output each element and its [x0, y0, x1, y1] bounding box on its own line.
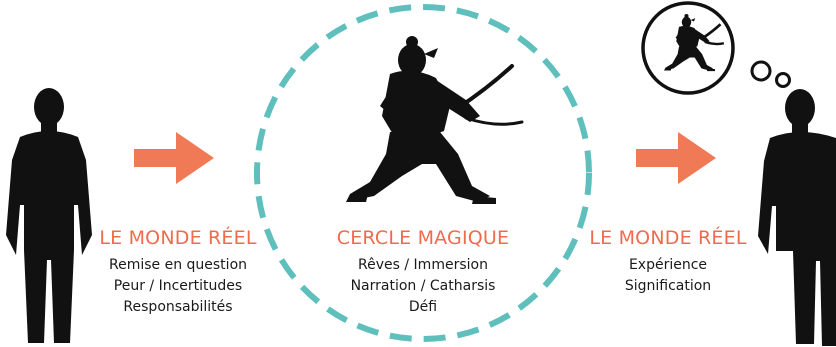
samurai-icon	[340, 36, 525, 206]
thought-bubble-icon	[640, 0, 836, 100]
center-magic-label: CERCLE MAGIQUE Rêves / Immersion Narrati…	[322, 227, 524, 318]
left-person-icon	[4, 85, 96, 347]
left-line-2: Peur / Incertitudes	[92, 276, 264, 297]
right-line-1: Expérience	[582, 255, 754, 276]
left-arrow-icon	[134, 132, 214, 184]
center-line-1: Rêves / Immersion	[322, 255, 524, 276]
left-heading: LE MONDE RÉEL	[92, 227, 264, 249]
right-heading: LE MONDE RÉEL	[582, 227, 754, 249]
left-world-label: LE MONDE RÉEL Remise en question Peur / …	[92, 227, 264, 318]
left-line-3: Responsabilités	[92, 297, 264, 318]
center-line-2: Narration / Catharsis	[322, 276, 524, 297]
right-line-2: Signification	[582, 276, 754, 297]
right-world-label: LE MONDE RÉEL Expérience Signification	[582, 227, 754, 297]
right-person-icon	[758, 86, 836, 347]
center-line-3: Défi	[322, 297, 524, 318]
center-heading: CERCLE MAGIQUE	[322, 227, 524, 249]
right-arrow-icon	[636, 132, 716, 184]
left-line-1: Remise en question	[92, 255, 264, 276]
